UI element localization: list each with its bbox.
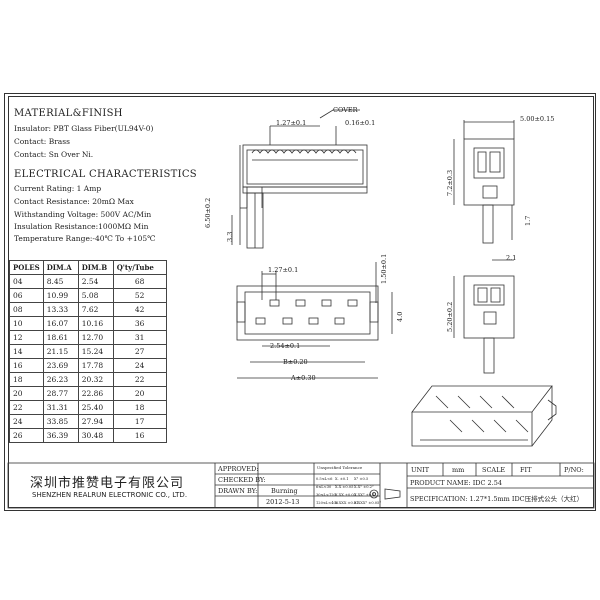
plan-view bbox=[236, 262, 393, 379]
dim-plan-depth: 4.0 bbox=[396, 311, 404, 322]
electrical-current: Current Rating: 1 Amp bbox=[14, 184, 102, 193]
side-view bbox=[453, 120, 515, 261]
tolerance-head: Unspecified Tolerance bbox=[317, 465, 363, 470]
dim-a: A±0.30 bbox=[291, 374, 316, 382]
cell-dim-a: 36.39 bbox=[42, 428, 79, 443]
cell-qty: 17 bbox=[112, 414, 167, 429]
electrical-title: ELECTRICAL CHARACTERISTICS bbox=[14, 169, 197, 180]
dim-pitch-254: 2.54±0.1 bbox=[270, 342, 301, 350]
tolerance-cell: 120≤L<400 bbox=[316, 501, 339, 505]
approved-label: APPROVED: bbox=[218, 465, 259, 473]
tolerance-cell: X.XXX ±0.01 bbox=[335, 501, 359, 505]
dim-width-side: 5.00±0.15 bbox=[520, 115, 555, 123]
tolerance-cell: X.XX° ±0.1° bbox=[354, 493, 377, 497]
side-view-2 bbox=[453, 275, 515, 374]
dim-pin-front: 3.3 bbox=[226, 231, 234, 242]
product-name: PRODUCT NAME: IDC 2.54 bbox=[410, 479, 502, 487]
scale-label: SCALE bbox=[482, 466, 506, 474]
tolerance-cell: 6≤L<30 bbox=[316, 485, 332, 489]
isometric-view bbox=[411, 385, 557, 447]
drawing-date: 2012-5-13 bbox=[266, 498, 300, 506]
tolerance-cell: X.XXX° ±0.05° bbox=[354, 501, 382, 505]
tolerance-cell: X.X ±0.05 bbox=[335, 485, 354, 489]
dim-side-17: 1.7 bbox=[524, 215, 532, 226]
dim-side2-height: 5.20±0.2 bbox=[446, 301, 454, 332]
tolerance-cell: X° ±0.5 bbox=[354, 477, 369, 481]
dim-height-front: 6.50±0.2 bbox=[204, 197, 212, 228]
unit-label: UNIT bbox=[411, 466, 430, 474]
dim-cover: COVER bbox=[333, 106, 358, 114]
tolerance-cell: 0.5≤L<6 bbox=[316, 477, 333, 481]
tolerance-cell: X. ±0.1 bbox=[335, 477, 349, 481]
material-title: MATERIAL&FINISH bbox=[14, 108, 123, 119]
tolerance-cell: X.X° ±0.2° bbox=[354, 485, 374, 489]
dim-b: B±0.20 bbox=[283, 358, 308, 366]
electrical-resistance: Contact Resistance: 20mΩ Max bbox=[14, 197, 134, 206]
material-plating: Contact: Sn Over Ni. bbox=[14, 150, 94, 159]
drawing-border-inner bbox=[8, 96, 594, 508]
specification: SPECIFICATION: 1.27*1.5mm IDC压排式公头（大红） bbox=[410, 495, 584, 503]
dim-pitch-top: 1.27±0.1 bbox=[276, 119, 307, 127]
drawn-by-label: DRAWN BY: bbox=[218, 487, 258, 495]
tolerance-cell: 30≤L<120 bbox=[316, 493, 336, 497]
material-insulator: Insulator: PBT Glass Fiber(UL94V-0) bbox=[14, 124, 154, 133]
drawing-border-outer bbox=[4, 93, 596, 511]
unit-value: mm bbox=[452, 466, 465, 474]
cell-qty: 16 bbox=[112, 428, 167, 443]
dim-height-side: 7.2±0.3 bbox=[446, 169, 454, 196]
dim-row-gap: 1.50±0.1 bbox=[380, 253, 388, 284]
dim-side-21: 2.1 bbox=[506, 254, 517, 262]
scale-value: FIT bbox=[520, 466, 532, 474]
tolerance-cell: X.XX ±0.03 bbox=[335, 493, 356, 497]
electrical-voltage: Withstanding Voltage: 500V AC/Min bbox=[14, 210, 152, 219]
company-name-en: SHENZHEN REALRUN ELECTRONIC CO., LTD. bbox=[32, 491, 188, 499]
dim-pitch-plan: 1.27±0.1 bbox=[268, 266, 299, 274]
front-view bbox=[231, 109, 368, 249]
part-number-label: P/NO: bbox=[564, 466, 584, 474]
checked-by-label: CHECKED BY: bbox=[218, 476, 266, 484]
electrical-temperature: Temperature Range:-40℃ To +105℃ bbox=[14, 234, 156, 243]
electrical-insulation: Insulation Resistance:1000MΩ Min bbox=[14, 222, 149, 231]
dim-cover-gap: 0.16±0.1 bbox=[345, 119, 376, 127]
title-block-lines bbox=[7, 462, 595, 509]
drawer-name: Burning bbox=[271, 487, 298, 495]
material-contact: Contact: Brass bbox=[14, 137, 70, 146]
company-name-cn: 深圳市推赞电子有限公司 bbox=[30, 476, 185, 491]
